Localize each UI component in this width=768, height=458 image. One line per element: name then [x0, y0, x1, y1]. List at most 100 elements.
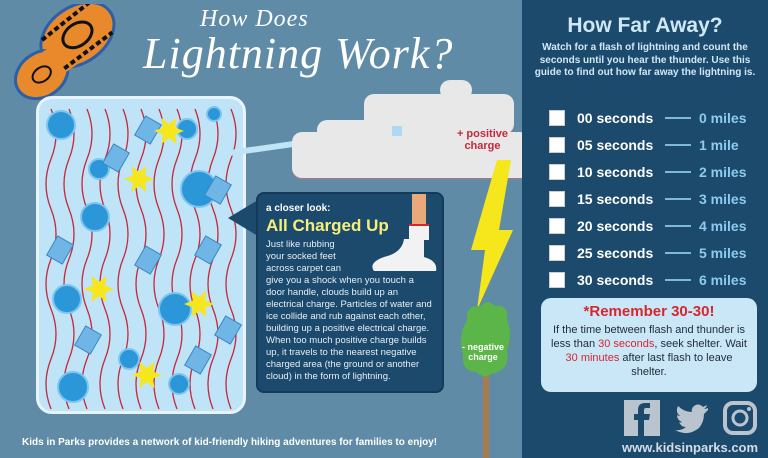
remember-highlight-seconds: 30 seconds — [598, 338, 655, 350]
ice-particles-illustration — [36, 96, 246, 414]
distance-row: 20 seconds 4 miles — [549, 216, 763, 236]
ice-crystal — [184, 345, 212, 375]
closer-look-kicker: a closer look: — [266, 203, 331, 214]
ice-crystal — [134, 115, 162, 145]
distance-checkbox[interactable] — [549, 164, 565, 180]
distance-checkbox[interactable] — [549, 218, 565, 234]
kids-in-parks-logo — [14, 4, 116, 101]
charge-squiggle — [45, 108, 57, 410]
row-divider — [665, 144, 691, 146]
remember-text: If the time between flash and thunder is… — [541, 323, 757, 379]
facebook-icon[interactable] — [624, 400, 660, 436]
ice-crystal — [102, 143, 130, 173]
seconds-label: 10 seconds — [577, 164, 654, 180]
water-droplet — [46, 110, 76, 140]
lightning-bolt-icon — [471, 160, 513, 310]
negative-label-line2: charge — [468, 352, 498, 362]
water-droplet — [176, 118, 198, 140]
row-divider — [665, 198, 691, 200]
miles-label: 3 miles — [699, 191, 747, 207]
twitter-icon[interactable] — [674, 400, 710, 436]
water-droplet — [57, 371, 89, 403]
ice-crystal — [134, 245, 162, 275]
water-droplet — [158, 292, 192, 326]
spark-icon — [84, 276, 114, 302]
spark-icon — [154, 118, 184, 144]
remember-title: *Remember 30-30! — [583, 303, 715, 320]
title-line-1: How Does — [200, 6, 309, 32]
instagram-icon[interactable] — [722, 400, 758, 436]
tree-icon — [460, 302, 510, 377]
seconds-label: 00 seconds — [577, 110, 654, 126]
ice-crystal — [194, 235, 222, 265]
remember-text-1: If the time between flash and thunder is… — [551, 324, 745, 350]
sock-cuff — [409, 224, 429, 240]
distance-row: 15 seconds 3 miles — [549, 189, 763, 209]
closer-look-box: a closer look: All Charged Up Just like … — [256, 192, 444, 393]
sock-icon — [372, 239, 437, 271]
title-line-2: Lightning Work? — [143, 29, 454, 78]
positive-label-line1: + positive — [456, 128, 508, 140]
positive-charge-label: + positive charge — [457, 128, 508, 152]
distance-checkbox[interactable] — [549, 272, 565, 288]
miles-label: 2 miles — [699, 164, 747, 180]
negative-charge-label: - negative charge — [458, 342, 508, 362]
miles-label: 5 miles — [699, 245, 747, 261]
miles-label: 0 miles — [699, 110, 747, 126]
closer-look-body-text: Just like rubbing your socked feet acros… — [266, 239, 432, 382]
ice-crystal — [46, 235, 74, 265]
how-far-panel: How Far Away? Watch for a flash of light… — [522, 0, 768, 458]
distance-row: 00 seconds 0 miles — [549, 108, 763, 128]
how-far-subtitle: Watch for a flash of lightning and count… — [534, 42, 756, 78]
water-droplet — [168, 373, 190, 395]
seconds-label: 05 seconds — [577, 137, 654, 153]
charge-squiggle — [63, 108, 75, 410]
row-divider — [665, 252, 691, 254]
remember-30-30-box: *Remember 30-30! If the time between fla… — [541, 298, 757, 392]
remember-highlight-minutes: 30 minutes — [565, 352, 620, 364]
water-droplet — [52, 284, 82, 314]
closer-look-title: All Charged Up — [266, 216, 389, 235]
lightning-and-tree — [460, 160, 513, 458]
spark-icon — [124, 166, 154, 192]
ice-crystal — [204, 175, 232, 205]
row-divider — [665, 171, 691, 173]
distance-row: 05 seconds 1 mile — [549, 135, 763, 155]
row-divider — [665, 279, 691, 281]
distance-checkbox[interactable] — [549, 110, 565, 126]
water-droplet — [118, 348, 140, 370]
distance-checkbox[interactable] — [549, 191, 565, 207]
row-divider — [665, 225, 691, 227]
charge-squiggle — [225, 108, 237, 410]
water-droplet — [206, 106, 222, 122]
spark-icon — [132, 362, 162, 388]
charge-squiggle — [81, 108, 93, 410]
ice-crystal — [214, 315, 242, 345]
distance-checkbox[interactable] — [549, 245, 565, 261]
miles-label: 4 miles — [699, 218, 747, 234]
closer-look-body: Just like rubbing your socked feet acros… — [266, 239, 434, 383]
seconds-label: 20 seconds — [577, 218, 654, 234]
cloud: + positive charge — [292, 80, 530, 178]
row-divider — [665, 117, 691, 119]
distance-row: 10 seconds 2 miles — [549, 162, 763, 182]
how-far-title: How Far Away? — [567, 14, 723, 37]
water-droplet — [80, 202, 110, 232]
distance-row: 30 seconds 6 miles — [549, 270, 763, 290]
charge-squiggle — [171, 108, 183, 410]
remember-text-3: after last flash to leave shelter. — [619, 352, 733, 378]
miles-label: 1 mile — [699, 137, 739, 153]
website-link[interactable]: www.kidsinparks.com — [622, 440, 759, 455]
remember-text-2: , seek shelter. Wait — [654, 338, 747, 350]
callout-pointer — [228, 200, 258, 236]
positive-label-line2: charge — [464, 140, 501, 152]
miles-label: 6 miles — [699, 272, 747, 288]
negative-label-line1: - negative — [461, 342, 504, 352]
distance-checkbox[interactable] — [549, 137, 565, 153]
tree-trunk — [483, 370, 489, 458]
cloud-sample-square — [392, 126, 402, 136]
seconds-label: 30 seconds — [577, 272, 654, 288]
distance-row: 25 seconds 5 miles — [549, 243, 763, 263]
seconds-label: 15 seconds — [577, 191, 654, 207]
seconds-label: 25 seconds — [577, 245, 654, 261]
